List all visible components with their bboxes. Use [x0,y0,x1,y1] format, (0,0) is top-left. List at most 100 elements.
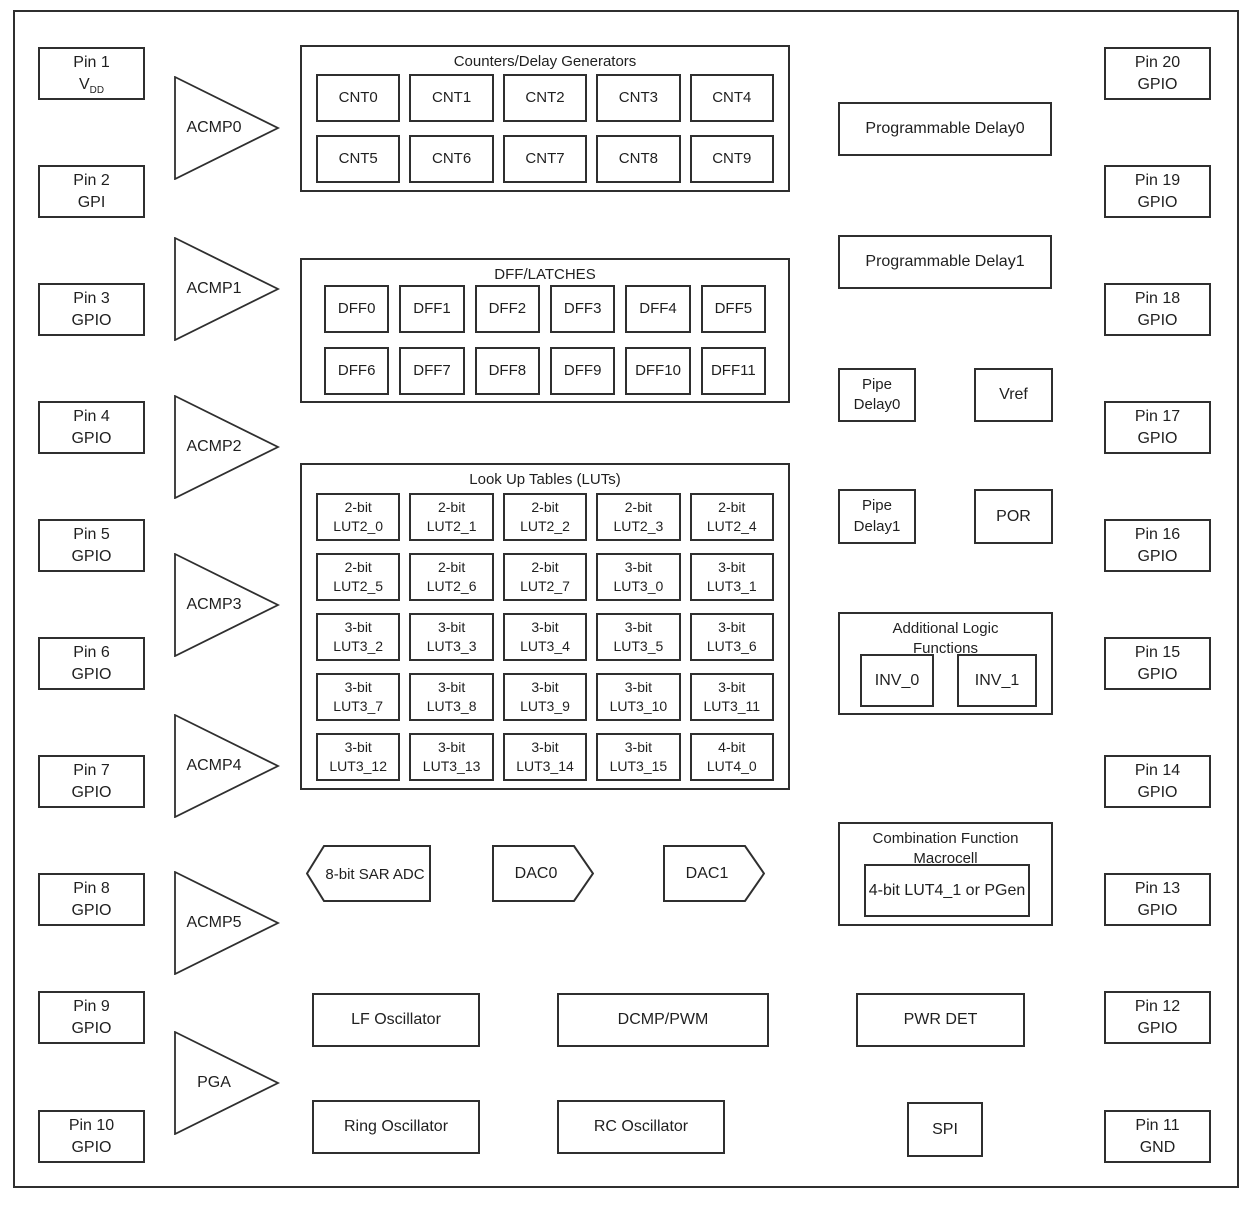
dff-latches-group-title: DFF/LATCHES [494,266,596,283]
pipe-delay1-label: Pipe Delay1 [853,497,901,535]
pin-number: Pin 7 [73,761,110,779]
dff-name: DFF3 [563,299,602,317]
dff-name: DFF0 [337,299,376,317]
pin-number: Pin 20 [1134,53,1181,71]
dac1-block: DAC1 [663,845,765,903]
pin-function: GPIO [71,310,111,332]
dff-cell: DFF7 [399,347,465,395]
dcmp-pwm-block: DCMP/PWM [557,993,769,1047]
counter-name: CNT5 [338,149,378,167]
pin-function-text: GPIO [71,665,112,683]
ring-oscillator-label: Ring Oscillator [343,1118,449,1136]
pin-number: Pin 5 [73,525,110,543]
pwr-det-label: PWR DET [903,1011,978,1029]
dff-name: DFF6 [337,361,376,379]
dff-cell: DFF2 [474,285,540,333]
pin-function-text: GPIO [1137,665,1178,683]
rc-oscillator-label: RC Oscillator [593,1118,689,1136]
pin-number: Pin 9 [73,997,110,1015]
lf-oscillator-label: LF Oscillator [351,1011,441,1029]
lut-size: 3-bit [718,679,746,696]
dff-cell: DFF1 [399,285,465,333]
dac0-block: DAC0 [492,845,594,903]
amp-triangle-shape [174,395,280,499]
pin-function-subscript: DD [89,84,104,96]
dff-name: DFF7 [413,361,451,379]
pin-function: GPIO [71,900,111,922]
pin-function-text: GPIO [71,1019,112,1037]
pin-number: Pin 12 [1134,997,1181,1015]
pin-function-text: GPIO [71,783,112,801]
dff-name: DFF10 [635,361,681,379]
dac0-label: DAC0 [514,865,558,882]
lut-size: 2-bit [437,499,466,516]
dff-cell: DFF10 [625,347,691,395]
dff-cell: DFF5 [700,285,766,333]
counter-cell: CNT4 [689,74,774,122]
dff-cell: DFF6 [324,347,390,395]
pin-function: GPI [78,192,106,214]
counter-cell: CNT0 [316,74,401,122]
pin-function: GPIO [71,782,111,804]
lut4-1-pgen-label: 4-bit LUT4_1 or PGen [868,881,1026,899]
amp-acmp0-triangle: ACMP0 [174,76,280,180]
pin-number: Pin 2 [73,171,110,189]
lut-name: LUT2_5 [333,578,384,594]
counter-name: CNT7 [525,149,565,167]
pin-function: GPIO [71,1018,111,1040]
lut-name: LUT3_4 [520,638,570,654]
counter-name: CNT8 [618,149,658,167]
pipe-delay0-label: Pipe Delay0 [853,375,901,413]
rc-oscillator-block: RC Oscillator [557,1100,725,1154]
amp-triangle-shape [174,871,280,975]
lut-size: 3-bit [437,619,466,636]
lut-size: 2-bit [531,559,559,576]
lut-name: LUT2_0 [333,518,384,534]
lut-size: 3-bit [437,739,466,756]
pin-function-text: GPIO [71,901,112,919]
dff-name: DFF2 [488,299,527,317]
pin-number: Pin 16 [1134,525,1181,543]
lut-name: LUT3_8 [426,698,477,714]
lut-name: LUT3_2 [333,638,384,654]
dac1-label: DAC1 [685,865,729,882]
amp-label: ACMP4 [186,757,242,774]
counter-cell: CNT9 [689,135,774,183]
lut-size: 2-bit [718,499,746,516]
counter-name: CNT1 [432,88,472,106]
pin-2-box: Pin 2 GPI [38,165,145,218]
ring-oscillator-block: Ring Oscillator [312,1100,480,1154]
lut-name: LUT2_1 [426,518,477,534]
chip-boundary [13,10,1239,1188]
pin-number: Pin 18 [1134,289,1181,307]
pin-function: GPIO [71,1137,111,1159]
pipe-delay1-block: Pipe Delay1 [838,489,916,544]
lut-name: LUT2_3 [613,518,664,534]
lut-size: 3-bit [437,679,466,696]
lut-name: LUT3_5 [613,638,664,654]
dff-name: DFF9 [563,361,602,379]
pin-function-text: GPIO [1137,783,1178,801]
sar-adc-block: 8-bit SAR ADC [306,845,432,903]
inv0-block: INV_0 [860,654,934,707]
pin-function: GPIO [1137,782,1177,804]
lut-name: LUT3_7 [333,698,384,714]
por-block: POR [974,489,1053,544]
amp-triangle-shape [174,237,280,341]
dff-name: DFF1 [413,299,451,317]
lut-size: 3-bit [624,739,652,756]
